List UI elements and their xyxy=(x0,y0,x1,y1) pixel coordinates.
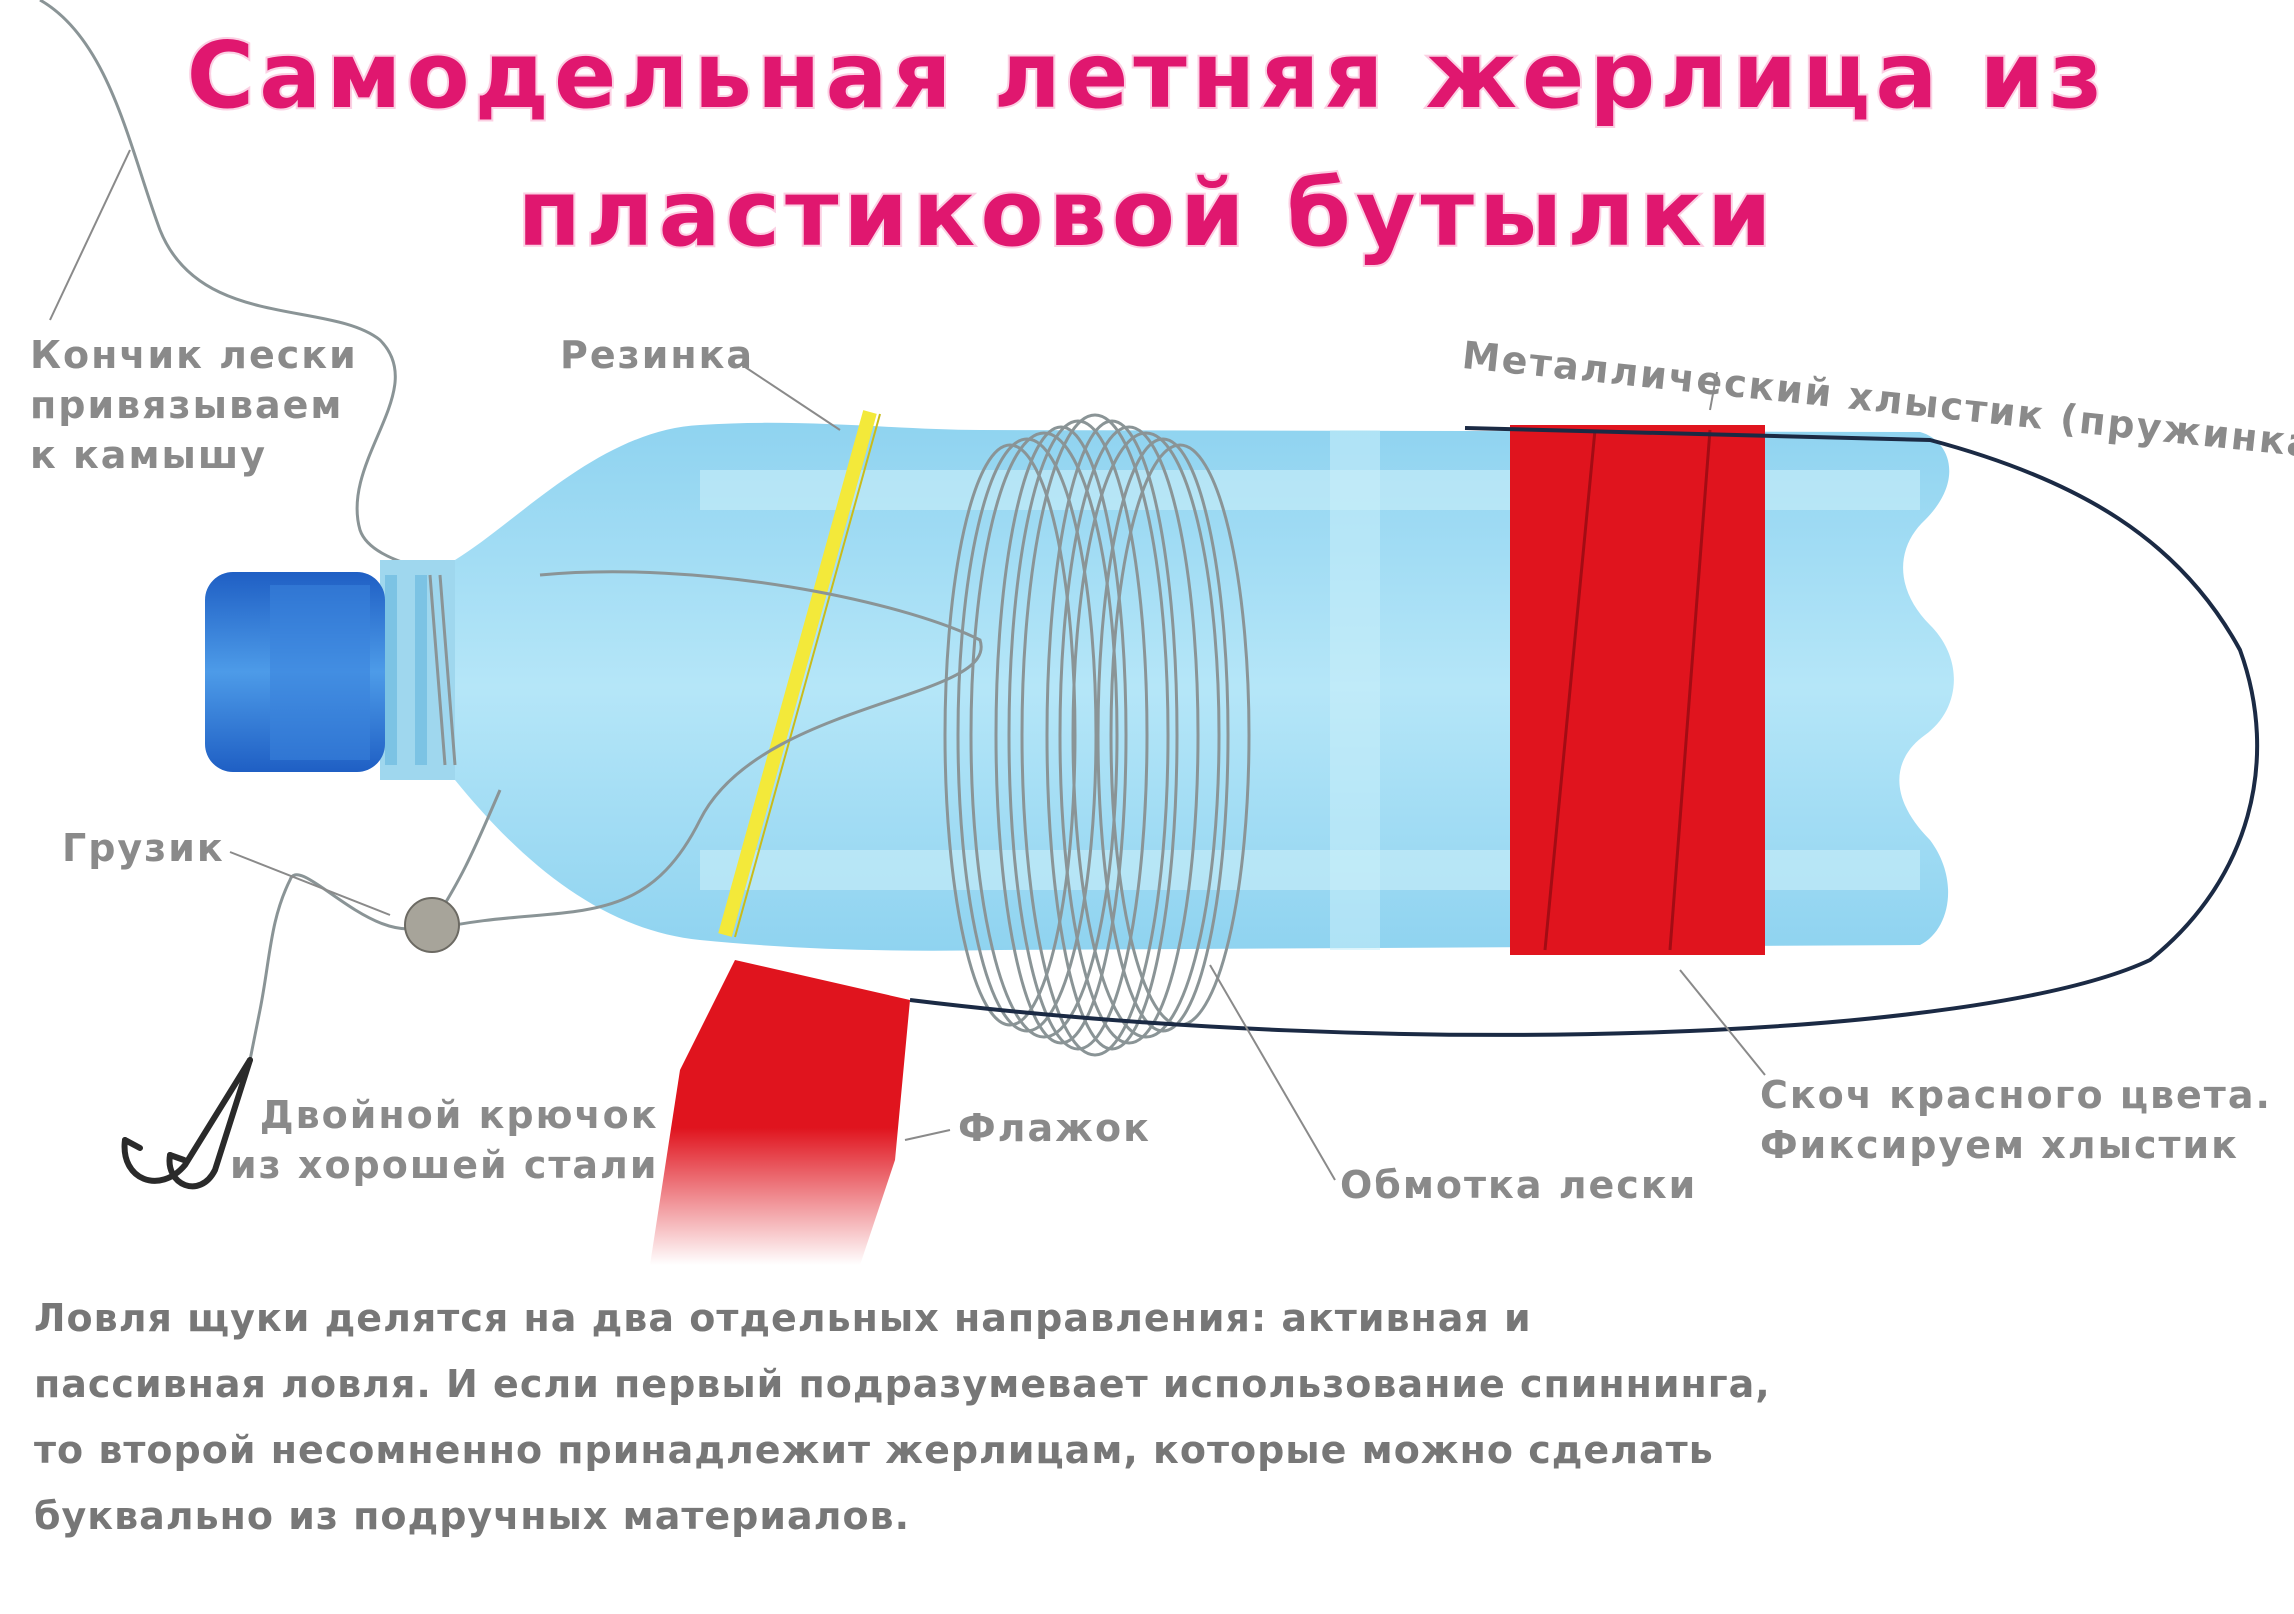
line-to-reeds xyxy=(39,0,451,577)
line-to-hook xyxy=(429,570,983,932)
label-line-winding: Обмотка лески xyxy=(1340,1163,1698,1207)
description-line-4: буквально из подручных материалов. xyxy=(34,1494,911,1538)
line-winding-turn xyxy=(956,437,1098,1033)
label-pointers xyxy=(49,149,1766,1181)
label-line-tip: Кончик лески привязываем к камышу xyxy=(30,330,358,480)
neck-ring-1 xyxy=(385,575,397,765)
label-double-hook-1: Двойной крючок xyxy=(259,1093,659,1137)
label-red-tape-1: Скоч красного цвета. xyxy=(1760,1073,2272,1117)
bottle-highlight-vertical xyxy=(1330,430,1380,950)
description-line-1: Ловля щуки делятся на два отдельных напр… xyxy=(34,1296,1532,1340)
label-line-tip-3: к камышу xyxy=(30,433,268,478)
label-line-tip-1: Кончик лески xyxy=(30,333,358,377)
label-rubber-band: Резинка xyxy=(560,333,755,377)
title-line-2: пластиковой бутылки xyxy=(516,158,1777,269)
title-line-1: Самодельная летняя жерлица из xyxy=(185,20,2108,131)
label-double-hook-2: из хорошей стали xyxy=(230,1143,659,1188)
line-leader xyxy=(248,789,502,1061)
line-winding-turn xyxy=(1020,413,1170,1057)
description-line-3: то второй несомненно принадлежит жерлица… xyxy=(34,1428,1714,1472)
label-double-hook: Двойной крючок из хорошей стали xyxy=(230,1090,659,1190)
cap-ridge xyxy=(270,585,370,760)
neck-tie xyxy=(428,574,457,766)
description-line-2: пассивная ловля. И если первый подразуме… xyxy=(34,1362,1771,1406)
line-winding-turn xyxy=(1045,419,1179,1051)
label-red-tape-2: Фиксируем хлыстик xyxy=(1760,1123,2239,1168)
label-flag: Флажок xyxy=(958,1106,1151,1150)
line-winding-turn xyxy=(1096,437,1230,1033)
flag-icon xyxy=(650,960,910,1265)
double-hook-icon xyxy=(121,1057,253,1190)
line-winding-turn xyxy=(994,425,1128,1045)
weight-icon xyxy=(404,897,460,953)
metal-whip-icon xyxy=(909,426,2260,1037)
red-tape-icon xyxy=(1510,425,1765,955)
label-weight: Грузик xyxy=(62,826,225,870)
line-winding-turn xyxy=(969,431,1119,1039)
line-winding-turn xyxy=(1071,431,1221,1039)
rubber-band-icon xyxy=(718,410,877,937)
line-winding-turn xyxy=(1007,419,1149,1051)
label-red-tape: Скоч красного цвета. Фиксируем хлыстик xyxy=(1760,1070,2272,1170)
label-line-tip-2: привязываем xyxy=(30,383,344,428)
line-winding-turn xyxy=(943,443,1077,1027)
neck-ring-2 xyxy=(415,575,427,765)
description-paragraph: Ловля щуки делятся на два отдельных напр… xyxy=(34,1285,1934,1549)
line-winding-turn xyxy=(1058,425,1200,1045)
